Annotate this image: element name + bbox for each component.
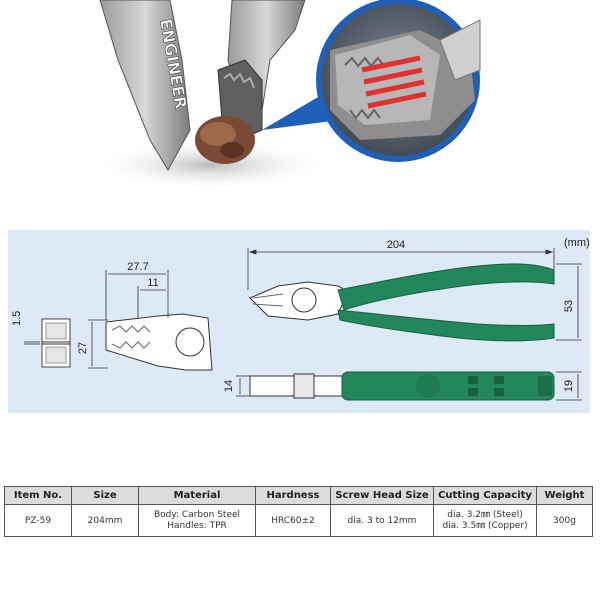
handle-width-dimension — [556, 263, 582, 341]
thickness-dimensions — [236, 371, 582, 401]
tip-front-view — [41, 318, 71, 368]
header-material: Material — [138, 486, 256, 505]
dim-overall-length: 204 — [387, 239, 405, 251]
gripped-object-image — [195, 116, 255, 164]
dim-tip-gap: 1.5 — [11, 311, 23, 326]
cell-weight: 300g — [536, 504, 593, 537]
dim-jaw-tip: 11 — [147, 277, 158, 289]
cell-material: Body: Carbon Steel Handles: TPR — [138, 504, 256, 537]
head-side-view — [105, 313, 213, 371]
jaw-closeup-image — [316, 0, 481, 162]
spec-table: Item No. Size Material Hardness Screw He… — [4, 486, 593, 537]
dim-jaw-length: 27.7 — [127, 261, 148, 273]
header-screw-head-size: Screw Head Size — [330, 486, 434, 505]
jaw-dimensions — [88, 270, 169, 369]
header-weight: Weight — [536, 486, 593, 505]
dimension-diagram: (mm) 204 1.5 — [8, 230, 590, 413]
cutting-copper: dia. 3.5㎜ (Copper) — [442, 520, 528, 531]
pliers-top-view — [249, 263, 555, 342]
header-item-no: Item No. — [4, 486, 72, 505]
dim-head-height: 27 — [77, 342, 89, 354]
cell-cutting-capacity: dia. 3.2㎜ (Steel) dia. 3.5㎜ (Copper) — [433, 504, 537, 537]
dim-handle-width: 53 — [563, 300, 575, 312]
cell-item-no: PZ-59 — [4, 504, 72, 537]
header-size: Size — [71, 486, 139, 505]
dim-head-thickness: 14 — [223, 380, 235, 392]
overall-length-dimension — [247, 248, 555, 290]
table-row: PZ-59 204mm Body: Carbon Steel Handles: … — [4, 504, 593, 537]
pliers-side-view — [249, 371, 555, 401]
cell-screw-head: dia. 3 to 12mm — [330, 504, 434, 537]
header-cutting-capacity: Cutting Capacity — [433, 486, 537, 505]
product-photo: ENGINEER — [90, 0, 481, 190]
dim-handle-thickness: 19 — [563, 380, 575, 392]
header-hardness: Hardness — [255, 486, 331, 505]
cell-hardness: HRC60±2 — [255, 504, 331, 537]
cell-size: 204mm — [71, 504, 139, 537]
spec-header-row: Item No. Size Material Hardness Screw He… — [4, 486, 593, 505]
unit-label: (mm) — [564, 237, 590, 249]
material-handles: Handles: TPR — [167, 520, 227, 531]
material-body: Body: Carbon Steel — [153, 509, 241, 520]
cutting-steel: dia. 3.2㎜ (Steel) — [447, 509, 523, 520]
